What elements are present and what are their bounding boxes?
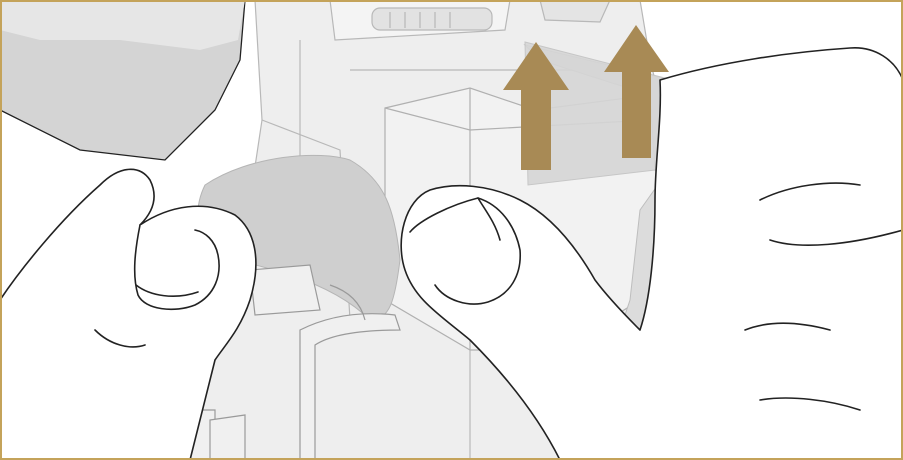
illustration-frame — [0, 0, 903, 460]
peel-film-illustration — [0, 0, 903, 460]
